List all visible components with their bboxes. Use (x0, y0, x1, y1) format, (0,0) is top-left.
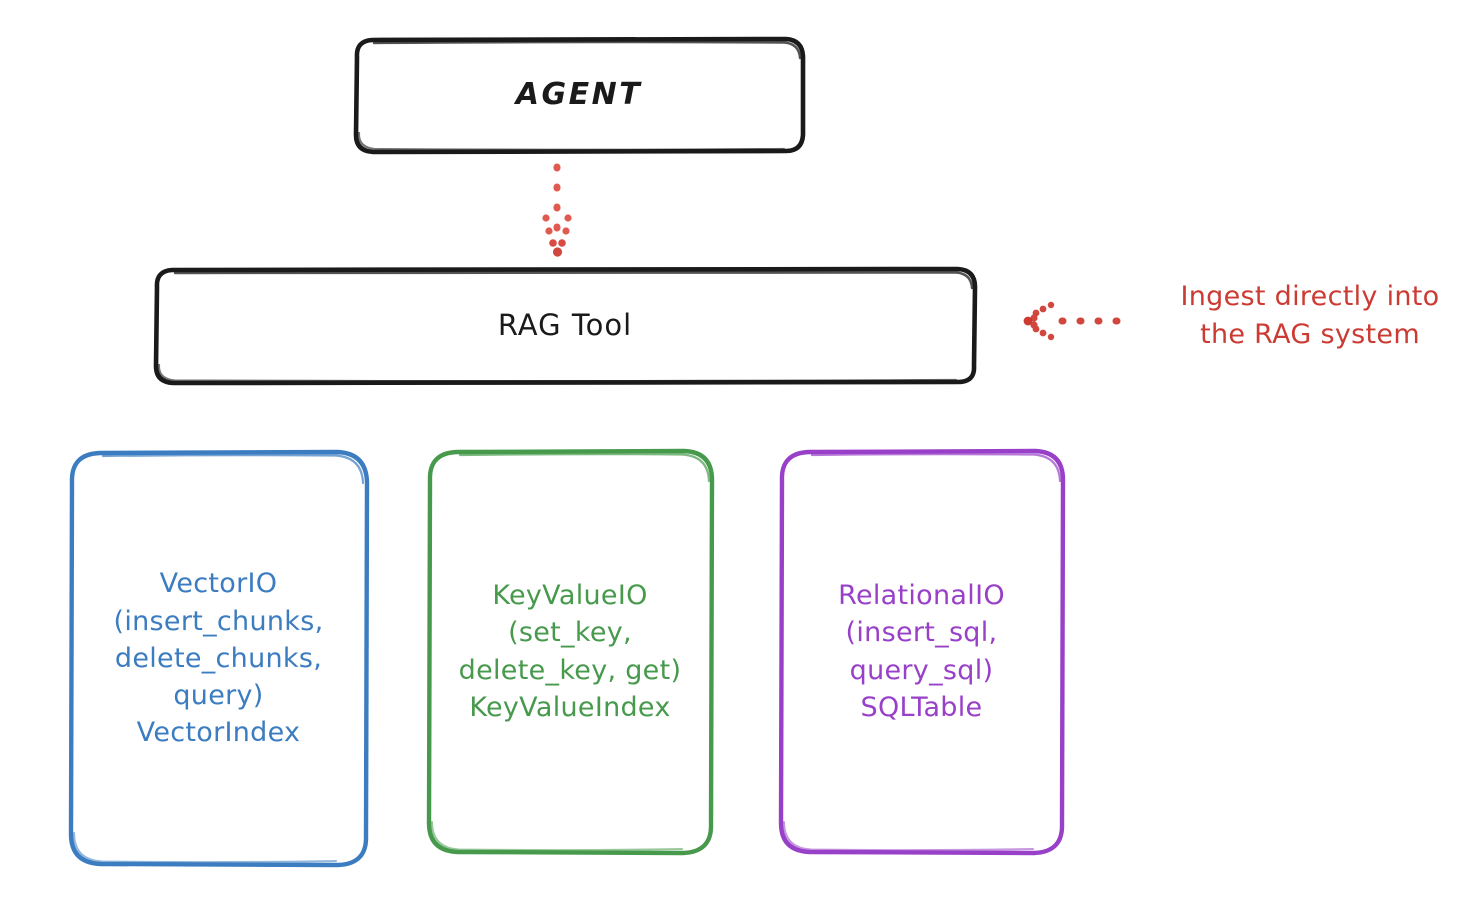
node-vector-io[interactable]: VectorIO (insert_chunks, delete_chunks, … (70, 452, 367, 865)
agent-label: AGENT (515, 77, 643, 113)
agent-box-outline (353, 36, 806, 155)
relational-io-sublabel: SQLTable (860, 691, 983, 723)
relational-io-box-outline (778, 448, 1066, 856)
vector-io-content: VectorIO (insert_chunks, delete_chunks, … (114, 565, 324, 751)
node-key-value-io[interactable]: KeyValueIO (set_key, delete_key, get) Ke… (428, 450, 712, 853)
key-value-io-box-outline (426, 448, 715, 856)
node-agent[interactable]: AGENT (355, 38, 803, 152)
vector-io-sublabel: VectorIndex (136, 717, 301, 749)
node-relational-io[interactable]: RelationalIO (insert_sql, query_sql) SQL… (780, 450, 1063, 853)
rag-tool-box-outline (153, 266, 978, 386)
key-value-io-label: KeyValueIO (set_key, delete_key, get) (458, 580, 682, 686)
node-rag-tool[interactable]: RAG Tool (155, 268, 975, 382)
vector-io-label: VectorIO (insert_chunks, delete_chunks, … (113, 568, 324, 712)
agent-to-rag-tool-arrow (542, 163, 572, 257)
annotation-ingest-note: Ingest directly into the RAG system (1180, 281, 1440, 351)
rag-tool-label: RAG Tool (497, 307, 633, 342)
vector-io-box-outline (68, 449, 370, 868)
key-value-io-content: KeyValueIO (set_key, delete_key, get) Ke… (459, 577, 682, 726)
relational-io-label: RelationalIO (insert_sql, query_sql) (838, 580, 1005, 686)
relational-io-content: RelationalIO (insert_sql, query_sql) SQL… (838, 577, 1005, 726)
key-value-io-sublabel: KeyValueIndex (469, 691, 671, 723)
ingest-to-rag-tool-arrow (1023, 301, 1138, 341)
